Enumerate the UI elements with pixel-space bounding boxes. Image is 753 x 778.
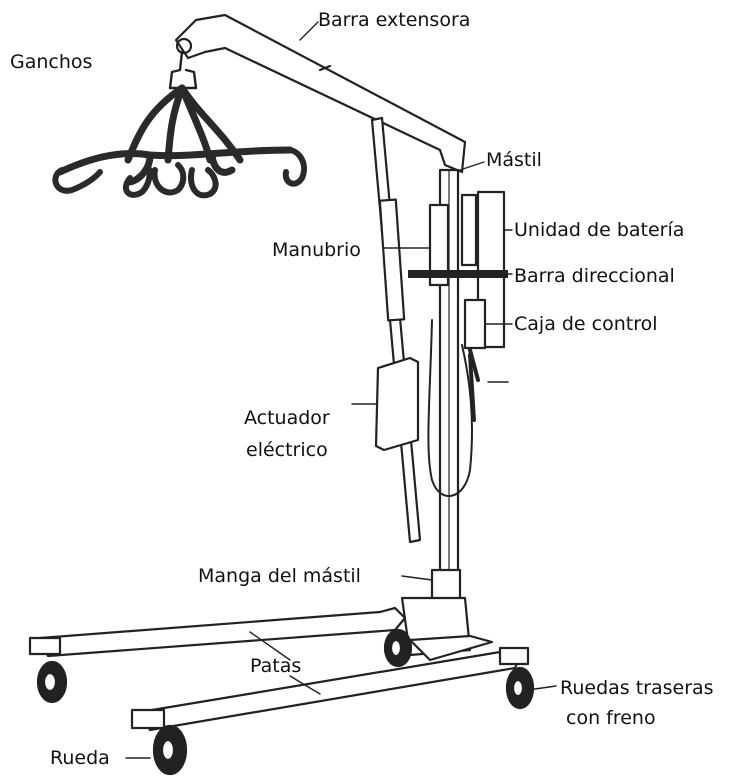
boom-arm (176, 15, 465, 172)
actuator-rod (372, 118, 420, 542)
leg-back (40, 608, 405, 656)
electric-actuator (376, 358, 418, 450)
caster-rear-brake (500, 648, 533, 708)
label-ruedas-traseras-line1: Ruedas traseras (560, 676, 714, 700)
leader-lines (126, 22, 556, 758)
label-mastil: Mástil (486, 148, 542, 172)
label-barra-direccional: Barra direccional (514, 264, 675, 288)
label-ganchos: Ganchos (10, 50, 92, 74)
label-ruedas-traseras-line2: con freno (566, 706, 656, 730)
label-actuador-line2: eléctrico (246, 438, 328, 462)
control-box (465, 300, 485, 348)
label-manubrio: Manubrio (272, 238, 361, 262)
label-caja-control: Caja de control (514, 312, 658, 336)
actuator-cylinder (380, 200, 404, 321)
label-patas: Patas (250, 654, 301, 678)
caster-back-middle (385, 630, 411, 666)
caster-back-left (30, 638, 66, 702)
label-manga-mastil: Manga del mástil (198, 564, 361, 588)
label-rueda: Rueda (50, 746, 110, 770)
label-unidad-bateria: Unidad de batería (514, 218, 684, 242)
spreader-bar (60, 88, 290, 182)
leg-front (140, 652, 520, 730)
label-actuador-line1: Actuador (244, 406, 330, 430)
steering-bar (408, 270, 508, 278)
label-barra-extensora: Barra extensora (318, 8, 470, 32)
